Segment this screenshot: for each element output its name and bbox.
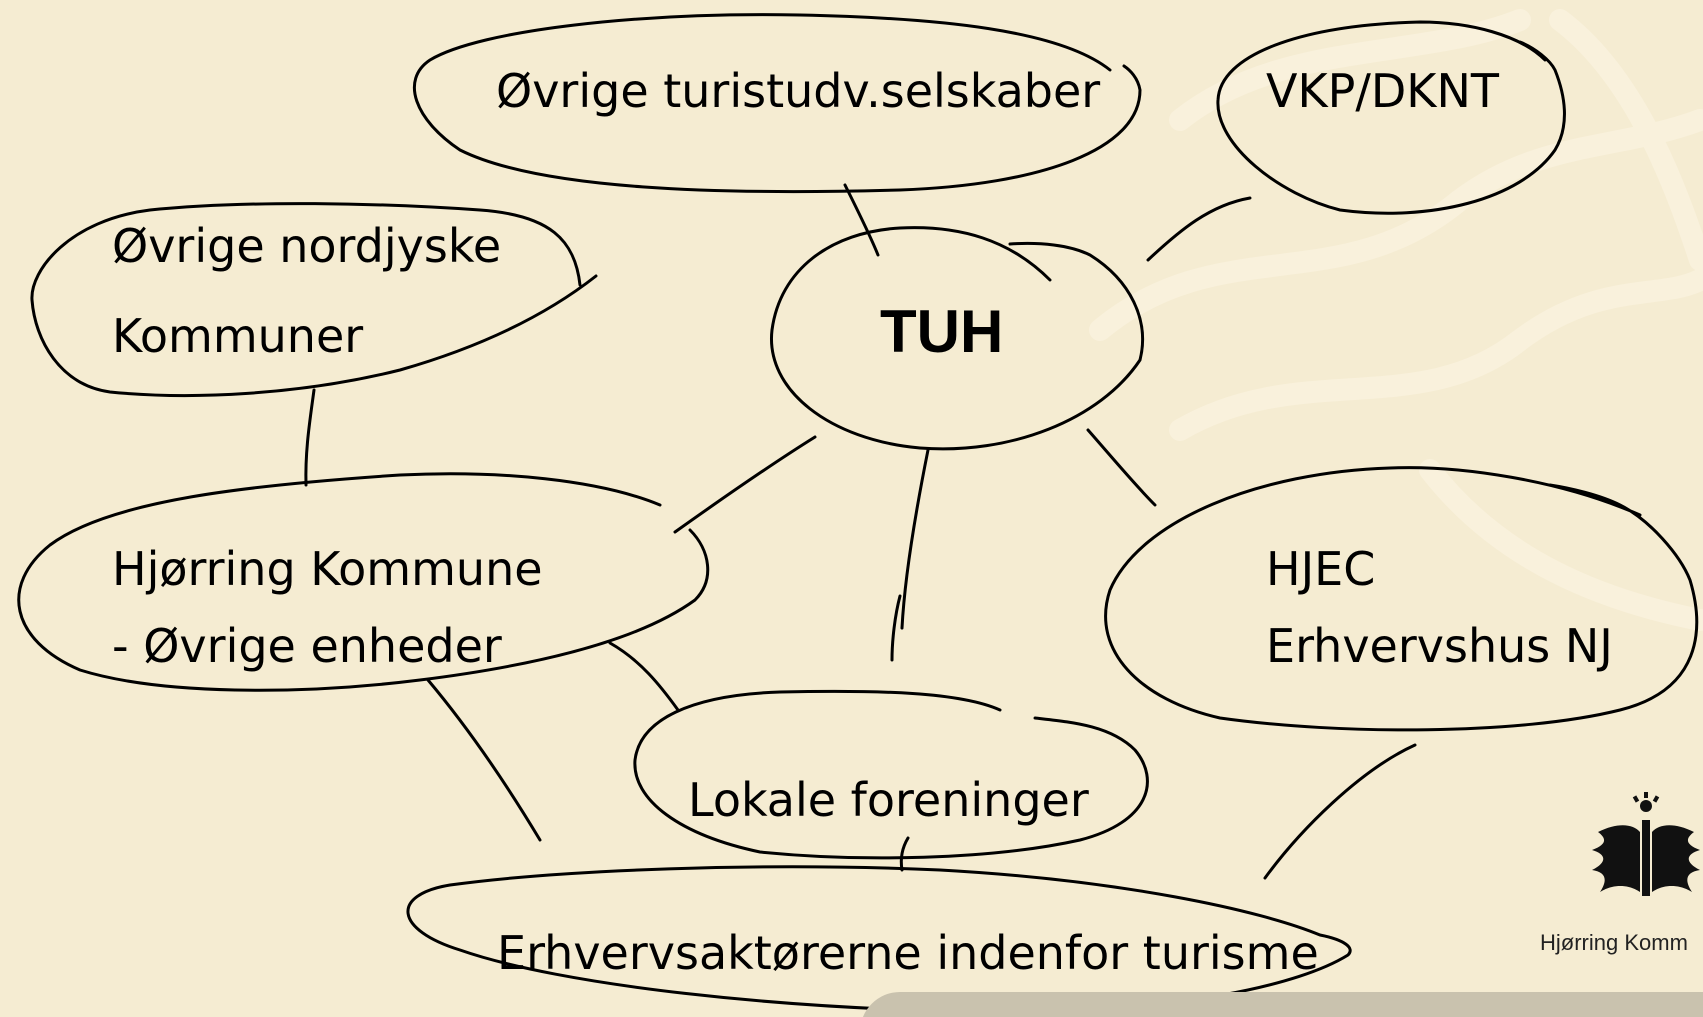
connector-tuh-lokale bbox=[900, 448, 930, 630]
ellipse-hjorring bbox=[17, 472, 710, 692]
connector-lokale-mark bbox=[890, 594, 902, 662]
connector-hjec-erhverv bbox=[1263, 743, 1417, 880]
node-hjorring-line2: - Øvrige enheder bbox=[112, 619, 502, 673]
connector-hjorring-erhverv bbox=[426, 678, 542, 842]
connector-nordjyske-hjorring bbox=[304, 388, 316, 487]
ellipse-vkp bbox=[1216, 20, 1566, 215]
node-nordjyske-line1: Øvrige nordjyske bbox=[112, 219, 502, 273]
connector-tuh-ovrige-turist bbox=[843, 183, 880, 257]
node-tuh-label: TUH bbox=[880, 298, 1004, 365]
node-vkp-label: VKP/DKNT bbox=[1266, 64, 1499, 118]
node-lokale-label: Lokale foreninger bbox=[688, 773, 1089, 827]
ellipse-lokale bbox=[633, 689, 1149, 860]
ellipse-nordjyske bbox=[30, 202, 598, 398]
node-hjec-line2: Erhvervshus NJ bbox=[1266, 619, 1613, 673]
ellipse-tuh bbox=[770, 226, 1145, 451]
ellipse-hjec bbox=[1104, 466, 1699, 732]
connector-lokale-erhverv bbox=[899, 836, 910, 872]
ellipse-ovrige-turist bbox=[412, 13, 1142, 194]
background-pattern bbox=[1089, 9, 1703, 631]
hjorring-crest-icon bbox=[1592, 792, 1700, 896]
node-erhverv-label: Erhvervsaktørerne indenfor turisme bbox=[497, 926, 1319, 980]
connector-tuh-vkp bbox=[1146, 196, 1252, 262]
node-hjec-line1: HJEC bbox=[1266, 542, 1376, 596]
node-nordjyske-line2: Kommuner bbox=[112, 309, 364, 363]
bottom-band bbox=[860, 992, 1703, 1017]
connector-tuh-hjorring bbox=[673, 435, 817, 534]
logo-text: Hjørring Komm bbox=[1540, 930, 1688, 955]
node-hjorring-line1: Hjørring Kommune bbox=[112, 542, 543, 596]
connector-tuh-hjec bbox=[1086, 428, 1157, 507]
connector-hjorring-lokale bbox=[608, 641, 680, 712]
node-ovrige-turist-label: Øvrige turistudv.selskaber bbox=[496, 64, 1101, 118]
